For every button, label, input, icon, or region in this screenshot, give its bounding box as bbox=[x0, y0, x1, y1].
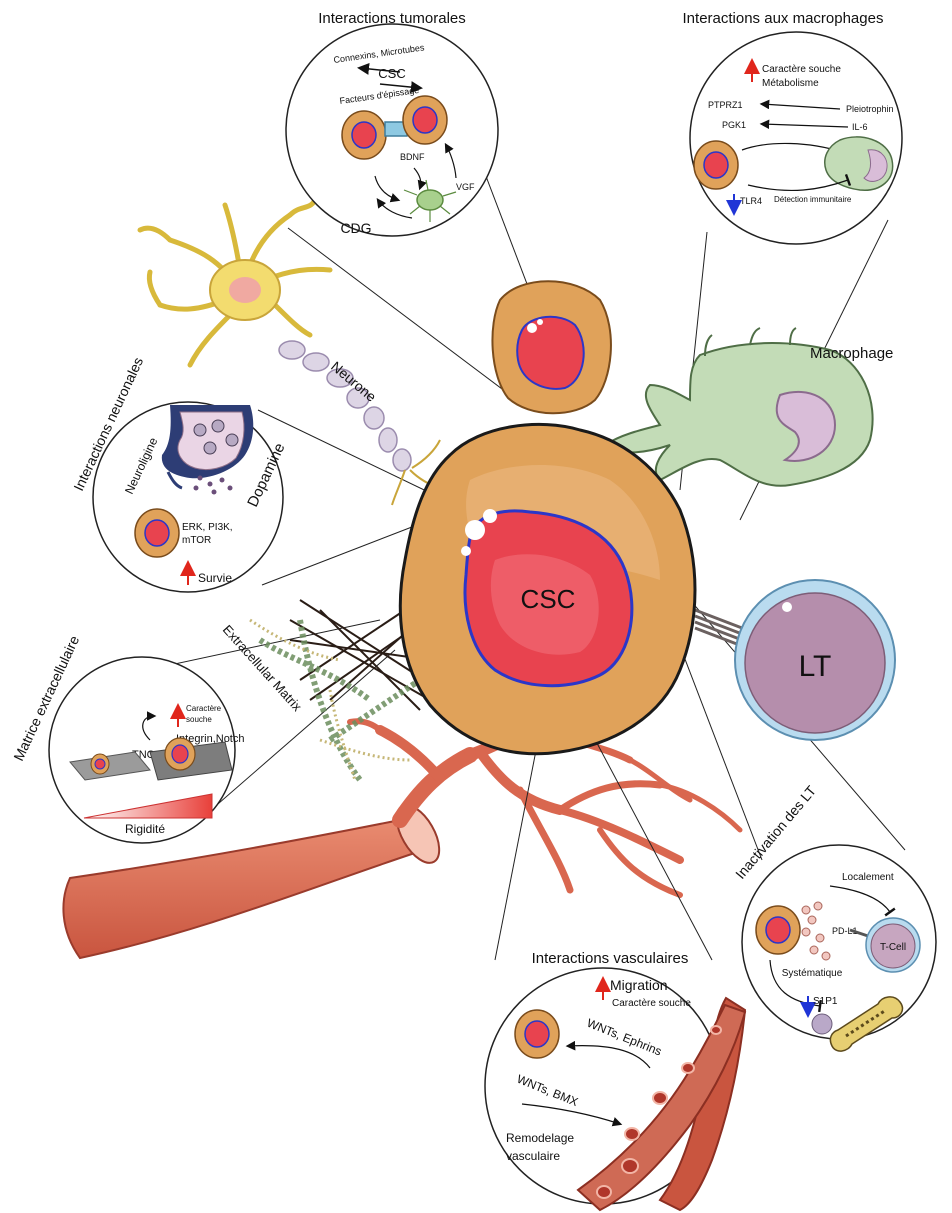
ecm-stemness-2: souche bbox=[186, 715, 212, 724]
macrophage-panel-cell bbox=[825, 137, 893, 190]
vascular-panel-tumor-cell bbox=[515, 1010, 559, 1058]
il6-label: IL-6 bbox=[852, 122, 868, 132]
tumor-interactions-panel: Interactions tumorales Connexins, Microt… bbox=[286, 10, 498, 236]
tumor-cell-right bbox=[403, 96, 447, 144]
central-csc-cell: CSC bbox=[400, 424, 695, 753]
ptprz1-label: PTPRZ1 bbox=[708, 100, 743, 110]
survie-label: Survie bbox=[198, 571, 232, 585]
systematique-label: Systématique bbox=[782, 968, 843, 979]
vascular-panel-title: Interactions vasculaires bbox=[532, 950, 689, 967]
lt-label: LT bbox=[799, 650, 832, 683]
neuronal-panel-tumor-cell bbox=[135, 509, 179, 557]
vascular-stemness: Caractère souche bbox=[612, 998, 691, 1009]
tumor-cell-left bbox=[342, 111, 386, 159]
remodel-label-1: Remodelage bbox=[506, 1131, 574, 1145]
macrophage-interactions-panel: Interactions aux macrophages Caractère s… bbox=[683, 10, 902, 244]
macrophage-stemness: Caractère souche bbox=[762, 64, 841, 75]
csc-label: CSC bbox=[521, 584, 576, 614]
macrophage-metabolism: Métabolisme bbox=[762, 78, 819, 89]
pleiotrophin-label: Pleiotrophin bbox=[846, 104, 894, 114]
small-tumor-cell bbox=[492, 281, 611, 413]
erk-label: ERK, PI3K, bbox=[182, 522, 233, 533]
tumor-panel-title: Interactions tumorales bbox=[318, 10, 466, 27]
bdnf-label: BDNF bbox=[400, 152, 425, 162]
tlr4-label: TLR4 bbox=[740, 196, 762, 206]
remodel-label-2: vasculaire bbox=[506, 1149, 560, 1163]
tcell-label: T-Cell bbox=[880, 942, 906, 953]
rigidity-label: Rigidité bbox=[125, 822, 165, 836]
cdg-label: CDG bbox=[340, 220, 371, 236]
ecm-stemness-1: Caractère bbox=[186, 704, 222, 713]
localement-label: Localement bbox=[842, 872, 894, 883]
ecm-label: Extracellular Matrix bbox=[220, 622, 305, 715]
s1p1-label: S1P1 bbox=[813, 996, 838, 1007]
vgf-label: VGF bbox=[456, 182, 475, 192]
lt-panel-tumor-cell bbox=[756, 906, 800, 954]
vascular-interactions-panel: Interactions vasculaires Migration Carac… bbox=[485, 950, 745, 1210]
tumor-csc-label: CSC bbox=[378, 66, 405, 81]
macrophage-panel-tumor-cell bbox=[694, 141, 738, 189]
ecm-panel: Matrice extracellulaire Caractère souche… bbox=[10, 633, 244, 843]
macrophage-label: Macrophage bbox=[810, 345, 893, 362]
lt-inactivation-panel: Inactivation des LT Localement PD-L1 T-C… bbox=[732, 782, 936, 1051]
t-cell: T-Cell bbox=[866, 918, 920, 972]
pgk1-label: PGK1 bbox=[722, 120, 746, 130]
ecm-small-cell bbox=[91, 754, 109, 774]
macrophage-cell: Macrophage bbox=[605, 328, 893, 486]
lt-cell: LT bbox=[695, 580, 895, 740]
ecm-large-cell bbox=[165, 738, 195, 770]
neuronal-interactions-panel: Interactions neuronales Neuroligine Dopa… bbox=[70, 355, 288, 592]
detection-label: Détection immunitaire bbox=[774, 195, 852, 204]
migration-label: Migration bbox=[610, 977, 668, 993]
macrophage-panel-title: Interactions aux macrophages bbox=[683, 10, 884, 27]
mtor-label: mTOR bbox=[182, 535, 211, 546]
